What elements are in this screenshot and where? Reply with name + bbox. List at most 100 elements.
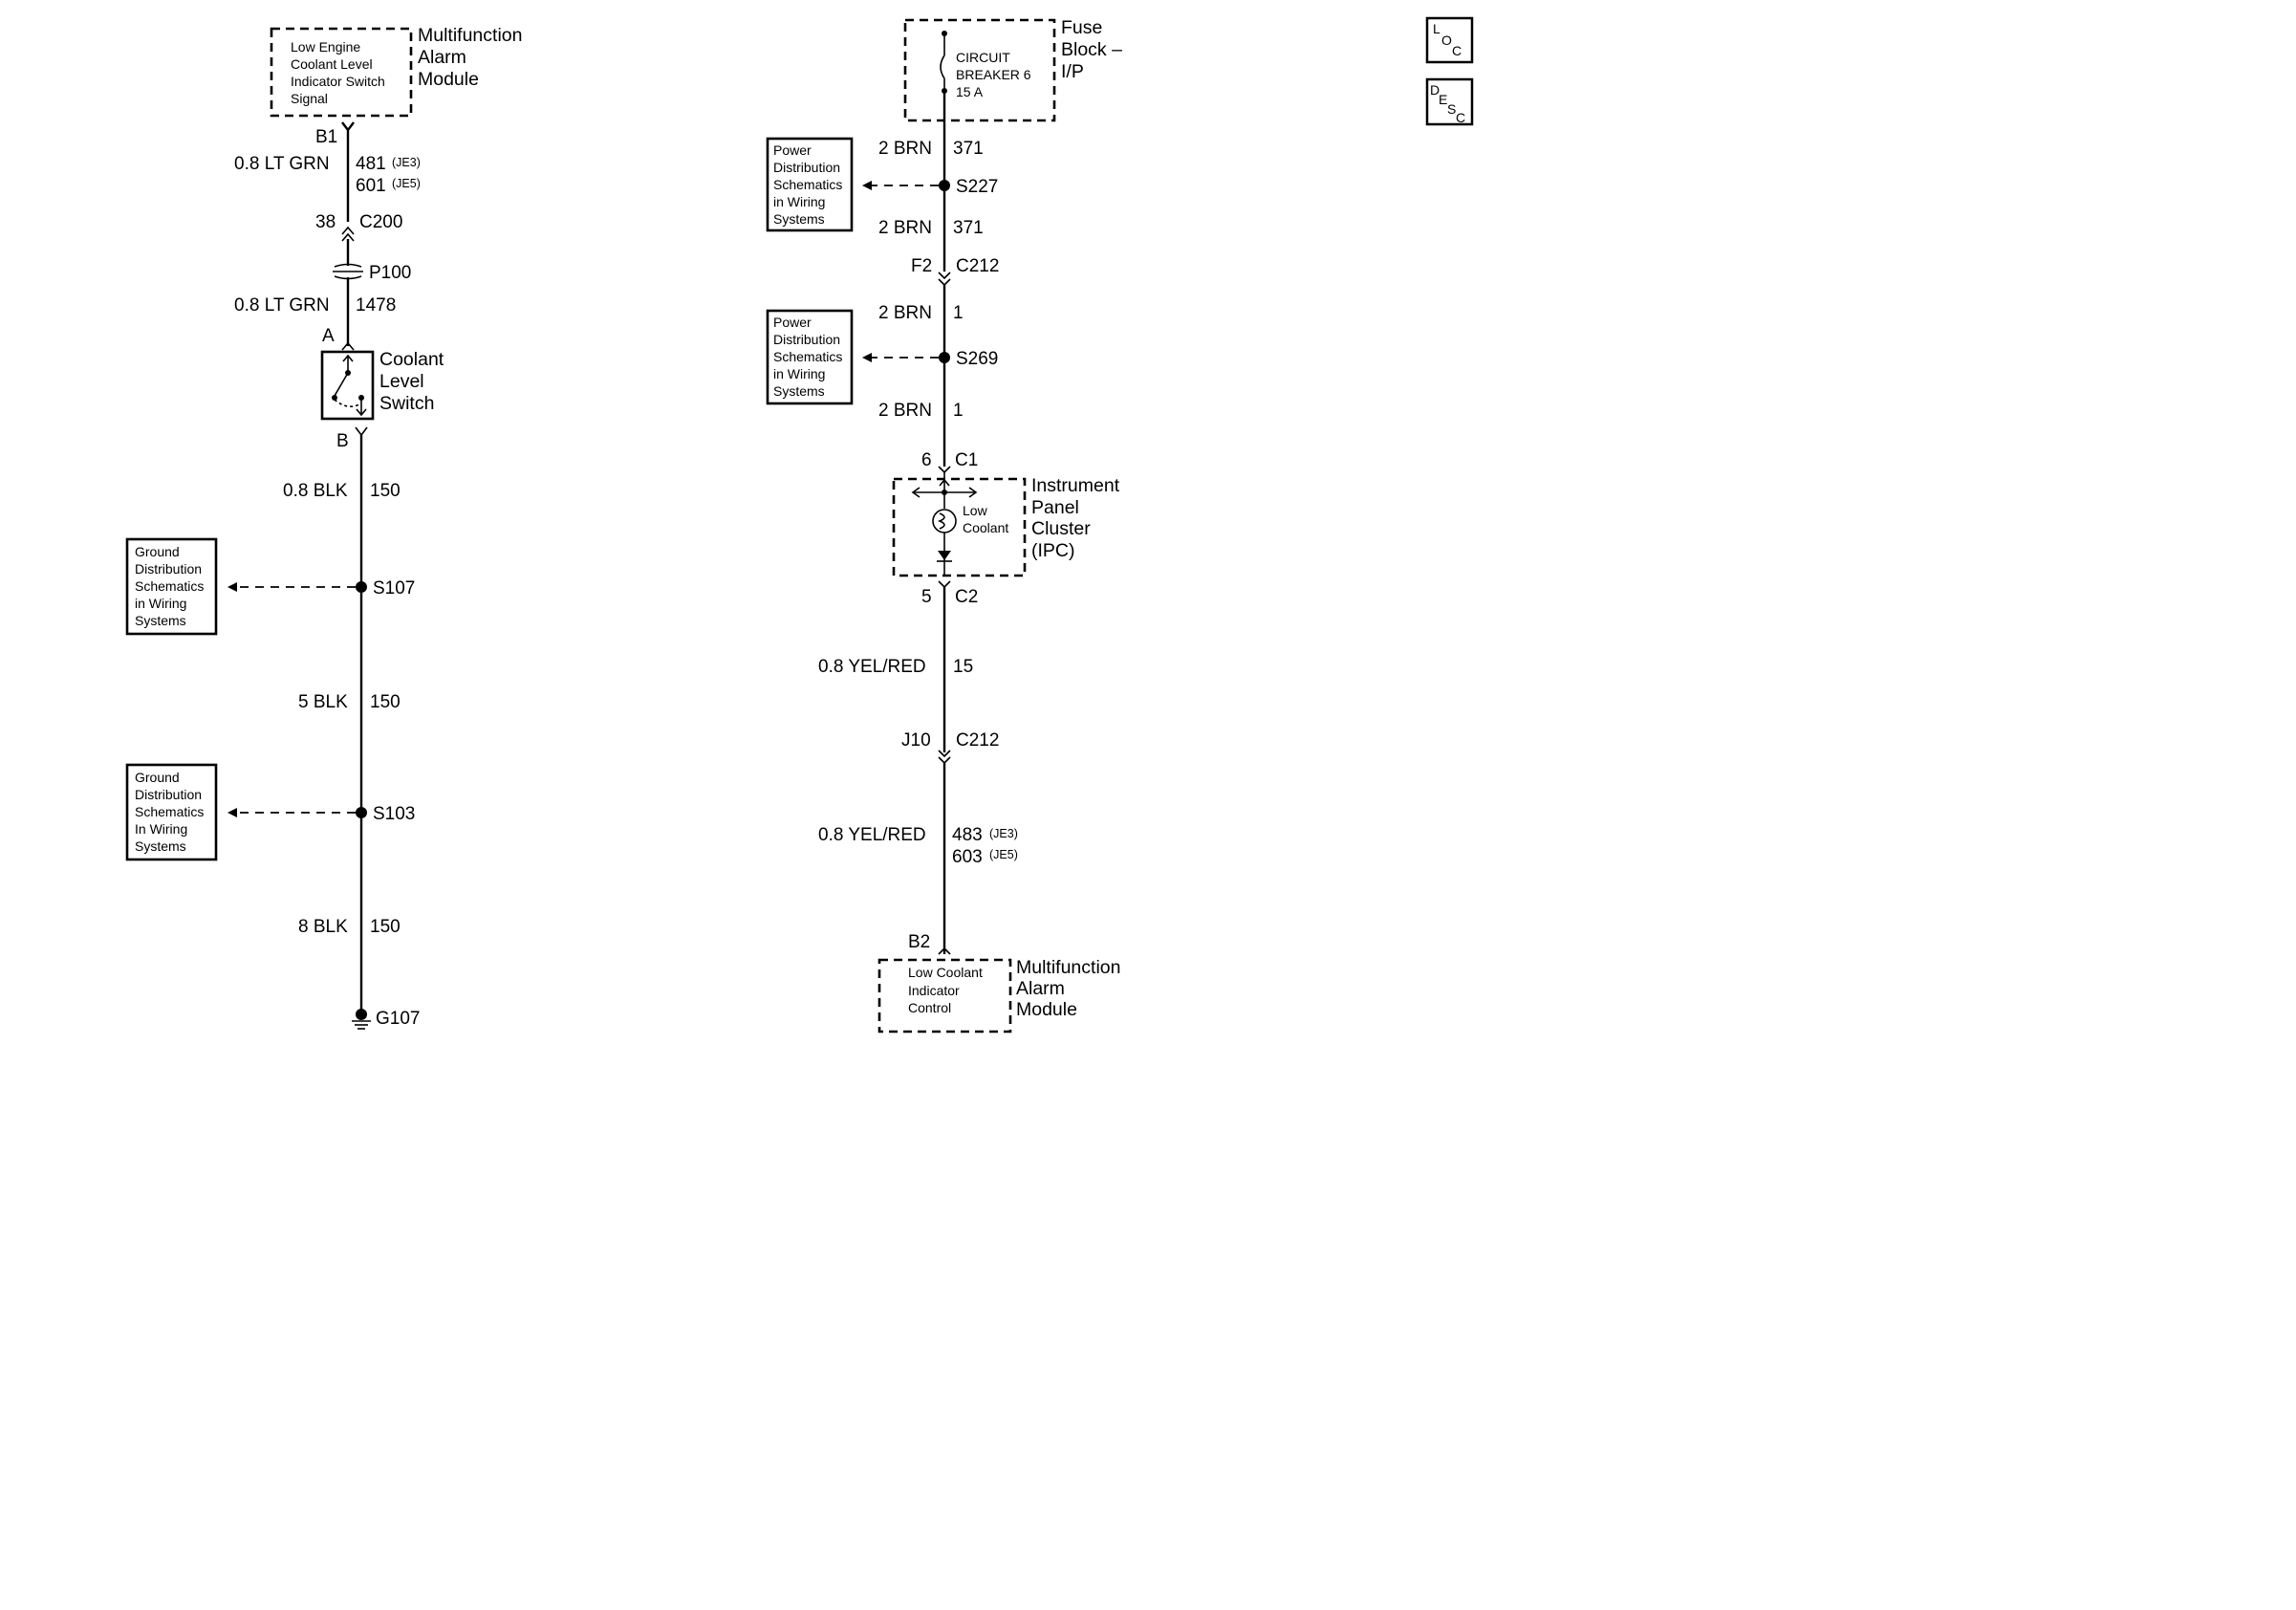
power-box-1-line-5: Systems [773, 211, 825, 227]
wire-gauge-yel-red-2: 0.8 YEL/RED [818, 825, 926, 845]
low-coolant-lamp-icon [932, 509, 957, 533]
ground-box-2-line-3: Schematics [135, 804, 204, 819]
desc-icon-letter-3: S [1447, 101, 1456, 117]
module-top-inner-line-4: Signal [291, 91, 328, 106]
ground-box-1-line-5: Systems [135, 613, 186, 628]
splice-s227[interactable]: S227 [939, 177, 998, 197]
fuse-title-line-2: Block – [1061, 39, 1122, 60]
circuit-481-label: 481 [356, 154, 386, 174]
connector-c212-top[interactable]: F2 C212 [911, 256, 999, 287]
switch-title-line-3: Switch [379, 393, 434, 414]
module-bottom-inner-line-2: Indicator [908, 983, 960, 998]
splice-s107[interactable]: S107 [356, 578, 415, 598]
passthrough-p100[interactable]: P100 [333, 263, 411, 283]
power-box-1-line-2: Distribution [773, 160, 840, 175]
loc-icon[interactable]: L O C [1425, 16, 1474, 64]
splice-s269[interactable]: S269 [939, 349, 998, 369]
circuit-1478-label: 1478 [356, 295, 396, 315]
power-box-2-line-1: Power [773, 315, 812, 330]
wire-gauge-yel-red-1: 0.8 YEL/RED [818, 657, 926, 677]
ground-distribution-box-2[interactable]: Ground Distribution Schematics In Wiring… [125, 763, 218, 861]
c212-bottom-name-label: C212 [956, 730, 999, 751]
fuse-title-line-1: Fuse [1061, 17, 1102, 38]
power-box-1-line-3: Schematics [773, 177, 842, 192]
desc-icon-letter-4: C [1456, 110, 1465, 125]
desc-icon[interactable]: D E S C [1425, 77, 1474, 126]
ground-box-2-line-1: Ground [135, 770, 180, 785]
desc-icon-letter-2: E [1439, 92, 1447, 107]
ground-g107[interactable]: G107 [352, 1009, 420, 1030]
loc-icon-letter-3: C [1452, 43, 1462, 58]
c212-top-pin-label: F2 [911, 256, 932, 276]
coolant-level-switch[interactable]: Coolant Level Switch [320, 349, 444, 421]
c212-top-name-label: C212 [956, 256, 999, 276]
module-top-title-line-2: Alarm [418, 47, 466, 68]
module-bottom-title-line-3: Module [1016, 999, 1077, 1020]
module-top-title-line-1: Multifunction [418, 25, 522, 46]
wire-gauge-brn-4: 2 BRN [878, 401, 932, 421]
instrument-panel-cluster[interactable]: Low Coolant Instrument Panel Cluster (IP… [892, 472, 1120, 577]
module-top-title-line-3: Module [418, 69, 479, 90]
switch-title-line-2: Level [379, 371, 424, 392]
fuse-inner-line-2: BREAKER 6 [956, 67, 1031, 82]
fuse-block-ip[interactable]: CIRCUIT BREAKER 6 15 A Fuse Block – I/P [903, 17, 1122, 122]
pin-b2-terminal [938, 946, 951, 955]
ipc-inner-line-1: Low [963, 503, 988, 518]
pin-b-label: B [336, 431, 349, 451]
connector-c1[interactable]: 6 C1 [921, 450, 978, 474]
power-box-2-line-4: in Wiring [773, 366, 825, 381]
wire-gauge-brn-1: 2 BRN [878, 139, 932, 159]
c1-pin-label: 6 [921, 450, 932, 470]
option-je3-label-2: (JE3) [989, 827, 1018, 840]
ground-box-1-line-4: in Wiring [135, 596, 186, 611]
ipc-title-line-3: Cluster [1031, 518, 1091, 539]
splice-s103[interactable]: S103 [356, 804, 415, 824]
module-bottom-title-line-1: Multifunction [1016, 957, 1120, 978]
circuit-1-label-2: 1 [953, 401, 964, 421]
module-top-inner-line-1: Low Engine [291, 39, 360, 54]
s227-label: S227 [956, 177, 998, 197]
ground-box-1-line-2: Distribution [135, 561, 202, 577]
wire-gauge-brn-3: 2 BRN [878, 303, 932, 323]
fuse-inner-line-3: 15 A [956, 84, 984, 99]
ground-box-2-line-2: Distribution [135, 787, 202, 802]
fuse-inner-line-1: CIRCUIT [956, 50, 1010, 65]
right-circuit: CIRCUIT BREAKER 6 15 A Fuse Block – I/P … [766, 17, 1122, 1033]
fuse-title-line-3: I/P [1061, 61, 1084, 82]
alarm-module-bottom[interactable]: Low Coolant Indicator Control Multifunct… [877, 957, 1120, 1033]
ground-distribution-box-1[interactable]: Ground Distribution Schematics in Wiring… [125, 537, 218, 636]
wiring-diagram: Low Engine Coolant Level Indicator Switc… [125, 16, 1474, 1033]
module-top-inner-line-3: Indicator Switch [291, 74, 385, 89]
s107-label: S107 [373, 578, 415, 598]
wire-gauge-lt-grn-2: 0.8 LT GRN [234, 295, 330, 315]
wire-gauge-brn-2: 2 BRN [878, 218, 932, 238]
option-je5-label-2: (JE5) [989, 848, 1018, 861]
ground-box-1-line-1: Ground [135, 544, 180, 559]
ground-box-1-line-3: Schematics [135, 578, 204, 594]
c200-name-label: C200 [359, 212, 402, 232]
alarm-module-top[interactable]: Low Engine Coolant Level Indicator Switc… [270, 25, 522, 118]
s269-label: S269 [956, 349, 998, 369]
connector-c2[interactable]: 5 C2 [921, 580, 978, 607]
circuit-371-label-1: 371 [953, 139, 984, 159]
module-top-inner-line-2: Coolant Level [291, 56, 373, 72]
module-bottom-inner-line-3: Control [908, 1000, 951, 1015]
switch-title-line-1: Coolant [379, 349, 444, 370]
power-box-2-line-2: Distribution [773, 332, 840, 347]
module-bottom-inner-line-1: Low Coolant [908, 965, 983, 980]
c200-pin-label: 38 [315, 212, 336, 232]
connector-c212-bottom[interactable]: J10 C212 [901, 730, 999, 765]
wire-b1-terminal [341, 121, 355, 222]
circuit-150-label-3: 150 [370, 917, 401, 937]
p100-label: P100 [369, 263, 411, 283]
loc-icon-letter-2: O [1441, 33, 1452, 48]
power-distribution-box-2[interactable]: Power Distribution Schematics in Wiring … [766, 309, 854, 405]
left-circuit: Low Engine Coolant Level Indicator Switc… [125, 25, 522, 1030]
connector-c200[interactable]: 38 C200 [315, 212, 402, 242]
power-distribution-box-1[interactable]: Power Distribution Schematics in Wiring … [766, 137, 854, 232]
ipc-title-line-4: (IPC) [1031, 540, 1075, 561]
module-bottom-title-line-2: Alarm [1016, 978, 1065, 999]
s103-label: S103 [373, 804, 415, 824]
c2-name-label: C2 [955, 587, 978, 607]
power-box-2-line-3: Schematics [773, 349, 842, 364]
